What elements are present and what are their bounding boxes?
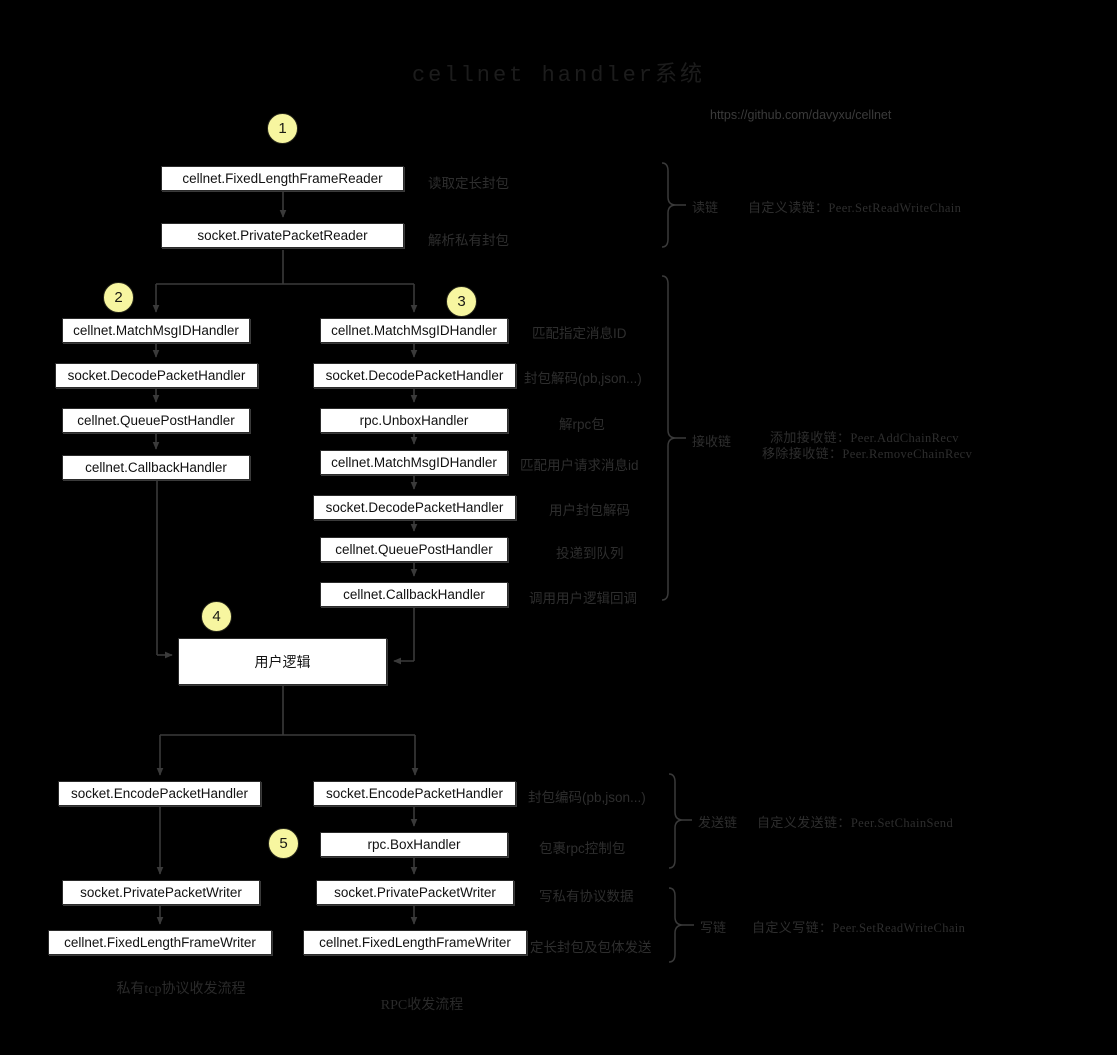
chain-api-code: Peer.AddChainRecv	[850, 431, 959, 445]
chain-api-code: Peer.SetReadWriteChain	[832, 921, 966, 935]
chain-name: 接收链	[692, 434, 732, 449]
step-note: 定长封包及包体发送	[530, 940, 652, 955]
step-note: 封包编码(pb,json...)	[528, 790, 646, 805]
node-recv_right-0[interactable]: cellnet.MatchMsgIDHandler	[320, 318, 508, 343]
repo-url: https://github.com/davyxu/cellnet	[710, 108, 892, 122]
step-note: 读取定长封包	[428, 176, 509, 191]
node-user_logic[interactable]: 用户逻辑	[178, 638, 387, 685]
chain-brace	[668, 887, 684, 963]
step-badge-2: 2	[103, 282, 134, 313]
chain-api-line: 添加接收链：Peer.AddChainRecv	[770, 427, 959, 446]
chain-api-code: Peer.SetChainSend	[850, 816, 954, 830]
step-note: 匹配指定消息ID	[532, 326, 627, 341]
node-recv_right-3[interactable]: cellnet.MatchMsgIDHandler	[320, 450, 508, 475]
node-recv_right-1[interactable]: socket.DecodePacketHandler	[313, 363, 516, 388]
flow-caption: 私有tcp协议收发流程	[116, 982, 246, 997]
node-recv_right-5[interactable]: cellnet.QueuePostHandler	[320, 537, 508, 562]
node-send_right-0[interactable]: socket.EncodePacketHandler	[313, 781, 516, 806]
node-recv_left-2[interactable]: cellnet.QueuePostHandler	[62, 408, 250, 433]
page-title: cellnet handler系统	[411, 63, 706, 88]
step-note: 解rpc包	[559, 417, 605, 432]
node-recv_right-6[interactable]: cellnet.CallbackHandler	[320, 582, 508, 607]
step-note: 解析私有封包	[428, 233, 509, 248]
chain-api-code: Peer.SetReadWriteChain	[828, 201, 962, 215]
step-note: 用户封包解码	[549, 503, 630, 518]
chain-brace	[668, 773, 684, 869]
node-recv_right-4[interactable]: socket.DecodePacketHandler	[313, 495, 516, 520]
chain-api-label: 移除接收链：	[762, 446, 843, 461]
chain-api-code: Peer.RemoveChainRecv	[842, 447, 973, 461]
chain-brace	[661, 275, 677, 601]
node-send_left-1[interactable]: socket.PrivatePacketWriter	[62, 880, 260, 905]
chain-api-line: 自定义读链：Peer.SetReadWriteChain	[748, 197, 961, 216]
node-read_chain-1[interactable]: socket.PrivatePacketReader	[161, 223, 404, 248]
step-note: 包裹rpc控制包	[539, 841, 626, 856]
step-badge-5: 5	[268, 828, 299, 859]
chain-api-label: 添加接收链：	[770, 430, 851, 445]
chain-name: 读链	[692, 200, 719, 215]
node-recv_left-3[interactable]: cellnet.CallbackHandler	[62, 455, 250, 480]
node-read_chain-0[interactable]: cellnet.FixedLengthFrameReader	[161, 166, 404, 191]
node-send_right-1[interactable]: rpc.BoxHandler	[320, 832, 508, 857]
chain-api-label: 自定义读链：	[748, 200, 829, 215]
step-note: 写私有协议数据	[539, 889, 634, 904]
chain-api-label: 自定义发送链：	[757, 815, 851, 830]
node-send_left-2[interactable]: cellnet.FixedLengthFrameWriter	[48, 930, 272, 955]
chain-name: 发送链	[698, 815, 738, 830]
flow-caption: RPC收发流程	[380, 998, 464, 1013]
step-note: 匹配用户请求消息id	[520, 458, 639, 473]
chain-api-line: 自定义写链：Peer.SetReadWriteChain	[752, 917, 965, 936]
chain-api-line: 移除接收链：Peer.RemoveChainRecv	[762, 443, 972, 462]
step-badge-4: 4	[201, 601, 232, 632]
node-recv_right-2[interactable]: rpc.UnboxHandler	[320, 408, 508, 433]
step-note: 封包解码(pb,json...)	[524, 371, 642, 386]
node-recv_left-0[interactable]: cellnet.MatchMsgIDHandler	[62, 318, 250, 343]
chain-name: 写链	[700, 920, 727, 935]
step-badge-1: 1	[267, 113, 298, 144]
chain-api-line: 自定义发送链：Peer.SetChainSend	[757, 812, 953, 831]
step-note: 调用用户逻辑回调	[529, 591, 637, 606]
node-send_right-2[interactable]: socket.PrivatePacketWriter	[316, 880, 514, 905]
node-send_right-3[interactable]: cellnet.FixedLengthFrameWriter	[303, 930, 527, 955]
step-badge-3: 3	[446, 286, 477, 317]
node-send_left-0[interactable]: socket.EncodePacketHandler	[58, 781, 261, 806]
chain-brace	[661, 162, 677, 248]
chain-api-label: 自定义写链：	[752, 920, 833, 935]
step-note: 投递到队列	[556, 546, 624, 561]
node-recv_left-1[interactable]: socket.DecodePacketHandler	[55, 363, 258, 388]
